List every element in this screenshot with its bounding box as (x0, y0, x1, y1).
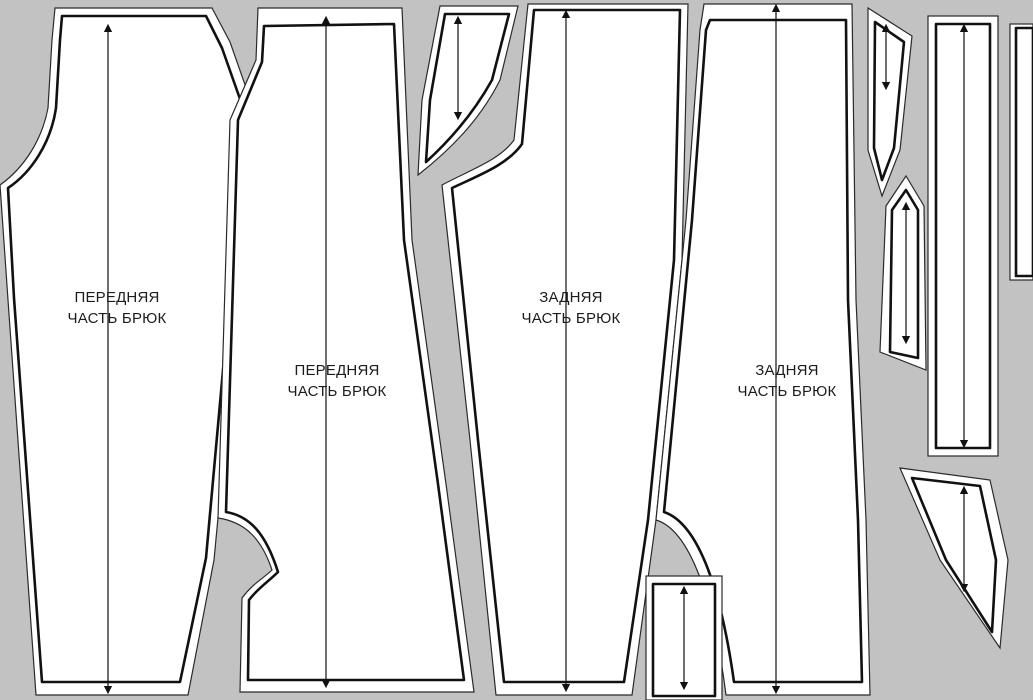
cutting-line (224, 22, 466, 682)
piece-label-front-right: ПЕРЕДНЯЯ ЧАСТЬ БРЮК (272, 360, 402, 402)
label-line-2: ЧАСТЬ БРЮК (67, 310, 167, 327)
label-line-2: ЧАСТЬ БРЮК (521, 310, 621, 327)
label-line-2: ЧАСТЬ БРЮК (287, 383, 387, 400)
label-line-2: ЧАСТЬ БРЮК (737, 383, 837, 400)
back-trouser-piece-right (655, 3, 871, 696)
cutting-line (872, 20, 906, 182)
piece-label-back-left: ЗАДНЯЯ ЧАСТЬ БРЮК (506, 287, 636, 329)
label-line-1: ПЕРЕДНЯЯ (74, 289, 160, 306)
pocket-bag-piece (899, 467, 1009, 650)
waistband-piece (927, 15, 999, 457)
belt-loop-strip (1009, 23, 1033, 281)
piece-label-front-left: ПЕРЕДНЯЯ ЧАСТЬ БРЮК (52, 287, 182, 329)
front-trouser-piece-left (0, 7, 257, 696)
cutting-line (934, 22, 992, 450)
cutting-line (6, 14, 248, 684)
label-line-1: ПЕРЕДНЯЯ (294, 362, 380, 379)
pocket-facing-piece (417, 5, 519, 177)
front-trouser-piece-right (217, 7, 475, 693)
fly-piece-upper (867, 6, 913, 198)
back-pocket-piece (645, 575, 723, 700)
cutting-line (424, 12, 511, 164)
piece-label-back-right: ЗАДНЯЯ ЧАСТЬ БРЮК (722, 360, 852, 402)
cutting-line (888, 188, 920, 360)
label-line-1: ЗАДНЯЯ (539, 289, 603, 306)
fly-piece-lower (879, 174, 927, 371)
back-trouser-piece-left (441, 3, 689, 696)
cutting-line (1014, 26, 1033, 278)
cutting-line (910, 476, 998, 634)
label-line-1: ЗАДНЯЯ (755, 362, 819, 379)
